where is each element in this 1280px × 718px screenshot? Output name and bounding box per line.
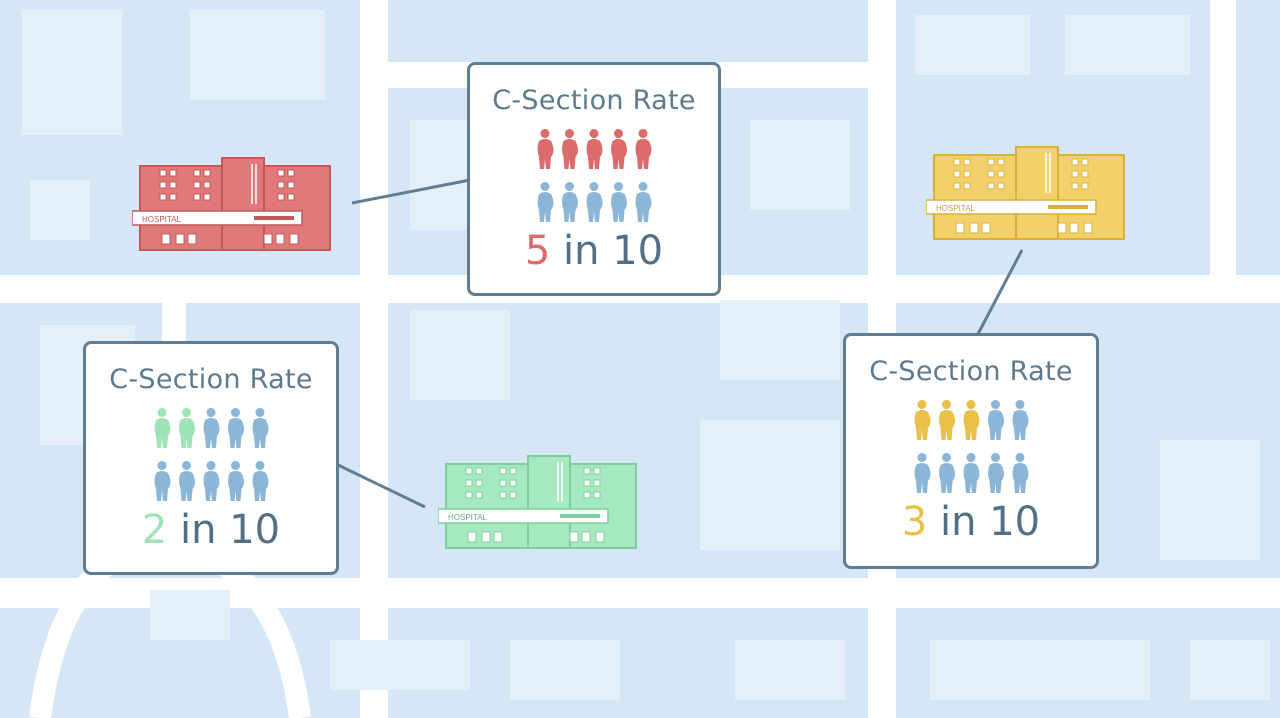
hospital-building-icon: HOSPITAL [132, 157, 331, 251]
block [190, 10, 325, 100]
connector-red [351, 178, 471, 205]
card-title: C-Section Rate [109, 364, 313, 395]
woman-figure-icon [179, 461, 195, 501]
block [915, 15, 1030, 75]
figure-row-bottom [846, 451, 1096, 495]
block [410, 310, 510, 400]
rate-text: 5 in 10 [470, 231, 718, 271]
block [1065, 15, 1190, 75]
figures-svg [537, 129, 652, 169]
hospital-building-icon: HOSPITAL [438, 455, 637, 549]
woman-figure-icon-highlighted [635, 129, 652, 169]
woman-figure-icon [562, 182, 578, 222]
woman-figure-icon [611, 182, 627, 222]
hospital-yellow: HOSPITAL [926, 146, 1125, 240]
woman-figure-icon [203, 461, 220, 501]
woman-figure-icon [1012, 400, 1029, 440]
figures-svg [537, 182, 652, 222]
figures-svg [914, 400, 1029, 440]
figures-svg [154, 461, 269, 501]
block [720, 300, 840, 380]
figure-row-bottom [86, 459, 336, 503]
connector-yellow [976, 249, 1024, 335]
woman-figure-icon [228, 461, 244, 501]
woman-figure-icon-highlighted [914, 400, 931, 440]
block [1190, 640, 1270, 700]
block [700, 420, 840, 550]
connector-lines [337, 178, 1024, 509]
figure-row-bottom [470, 180, 718, 224]
woman-figure-icon [635, 182, 652, 222]
connector-green [337, 463, 426, 509]
block [735, 640, 845, 700]
woman-figure-icon [988, 400, 1004, 440]
woman-figure-icon [252, 408, 269, 448]
woman-figure-icon [586, 182, 603, 222]
figure-row-top [846, 398, 1096, 442]
block [30, 180, 90, 240]
block [410, 120, 470, 230]
woman-figure-icon-highlighted [562, 129, 578, 169]
woman-figure-icon [1012, 453, 1029, 493]
block [22, 10, 122, 135]
block [510, 640, 620, 700]
road [360, 0, 388, 718]
block [1160, 440, 1260, 560]
block [150, 590, 230, 640]
hospital-building-icon: HOSPITAL [926, 146, 1125, 240]
woman-figure-icon [914, 453, 931, 493]
woman-figure-icon [963, 453, 980, 493]
woman-figure-icon-highlighted [586, 129, 603, 169]
figures-svg [154, 408, 269, 448]
rate-number: 3 [901, 499, 928, 545]
c-section-card-green: C-Section Rate 2 in 10 [83, 341, 339, 575]
block [930, 640, 1150, 700]
rate-number: 2 [141, 507, 168, 553]
hospital-red: HOSPITAL [132, 157, 331, 251]
road [1210, 0, 1236, 280]
hospital-sign-text: HOSPITAL [142, 215, 182, 224]
card-title: C-Section Rate [492, 85, 696, 116]
hospital-sign-text: HOSPITAL [448, 513, 488, 522]
c-section-card-red: C-Section Rate 5 in 10 [467, 62, 721, 296]
hospital-green: HOSPITAL [438, 455, 637, 549]
woman-figure-icon [252, 461, 269, 501]
rate-suffix: in 10 [927, 499, 1041, 545]
woman-figure-icon-highlighted [537, 129, 554, 169]
woman-figure-icon-highlighted [963, 400, 980, 440]
c-section-card-yellow: C-Section Rate 3 in 10 [843, 333, 1099, 569]
woman-figure-icon [154, 461, 171, 501]
card-title: C-Section Rate [869, 356, 1073, 387]
block [750, 120, 850, 210]
woman-figure-icon-highlighted [179, 408, 195, 448]
woman-figure-icon [537, 182, 554, 222]
rate-suffix: in 10 [550, 228, 664, 274]
figures-svg [914, 453, 1029, 493]
woman-figure-icon-highlighted [939, 400, 955, 440]
woman-figure-icon-highlighted [611, 129, 627, 169]
figure-row-top [86, 406, 336, 450]
block [330, 640, 470, 690]
woman-figure-icon-highlighted [154, 408, 171, 448]
woman-figure-icon [203, 408, 220, 448]
rate-text: 3 in 10 [846, 502, 1096, 542]
rate-text: 2 in 10 [86, 510, 336, 550]
woman-figure-icon [988, 453, 1004, 493]
rate-suffix: in 10 [167, 507, 281, 553]
hospital-sign-text: HOSPITAL [936, 204, 976, 213]
figure-row-top [470, 127, 718, 171]
woman-figure-icon [939, 453, 955, 493]
rate-number: 5 [524, 228, 551, 274]
woman-figure-icon [228, 408, 244, 448]
